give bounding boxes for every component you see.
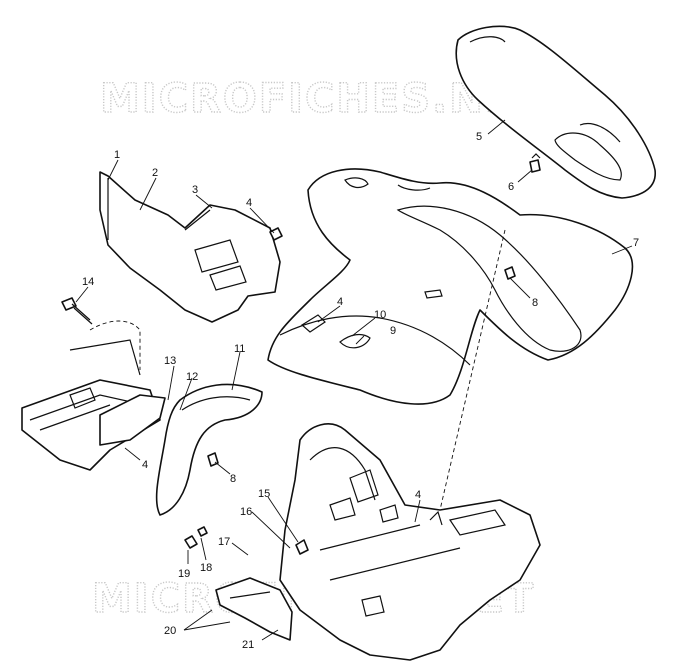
callout-7: 7 <box>633 237 639 249</box>
callout-15: 15 <box>258 488 270 500</box>
part-1-2-3-side-panels <box>99 171 281 323</box>
callout-3: 3 <box>192 184 198 196</box>
part-7-front-fender <box>267 168 634 405</box>
leader-lines <box>75 119 633 641</box>
part-14-bolt <box>61 297 93 325</box>
part-6-fastener <box>529 153 541 173</box>
callout-19: 19 <box>178 568 190 580</box>
callout-labels: 1 2 3 4 5 6 7 14 4 10 9 8 13 12 11 4 8 1… <box>82 131 639 651</box>
callout-21: 21 <box>242 639 254 651</box>
callout-4d: 4 <box>415 489 421 501</box>
callout-9: 9 <box>390 325 396 337</box>
callout-12: 12 <box>186 371 198 383</box>
callout-17: 17 <box>218 536 230 548</box>
callout-16: 16 <box>240 506 252 518</box>
callout-4c: 4 <box>142 459 148 471</box>
callout-2: 2 <box>152 167 158 179</box>
callout-6: 6 <box>508 181 514 193</box>
callout-4b: 4 <box>337 296 343 308</box>
frame <box>279 423 541 661</box>
part-11-12-fender-flare <box>155 383 263 516</box>
callout-8a: 8 <box>532 297 538 309</box>
callout-14: 14 <box>82 276 94 288</box>
callout-8b: 8 <box>230 473 236 485</box>
callout-1: 1 <box>114 149 120 161</box>
callout-4a: 4 <box>246 197 252 209</box>
part-5-cover <box>455 25 656 199</box>
part-21-lower-guard <box>215 577 293 641</box>
left-footrest <box>21 320 166 471</box>
callout-10: 10 <box>374 309 386 321</box>
callout-5: 5 <box>476 131 482 143</box>
callout-11: 11 <box>234 343 245 355</box>
callout-18: 18 <box>200 562 212 574</box>
callout-20: 20 <box>164 625 176 637</box>
callout-13: 13 <box>164 355 176 367</box>
